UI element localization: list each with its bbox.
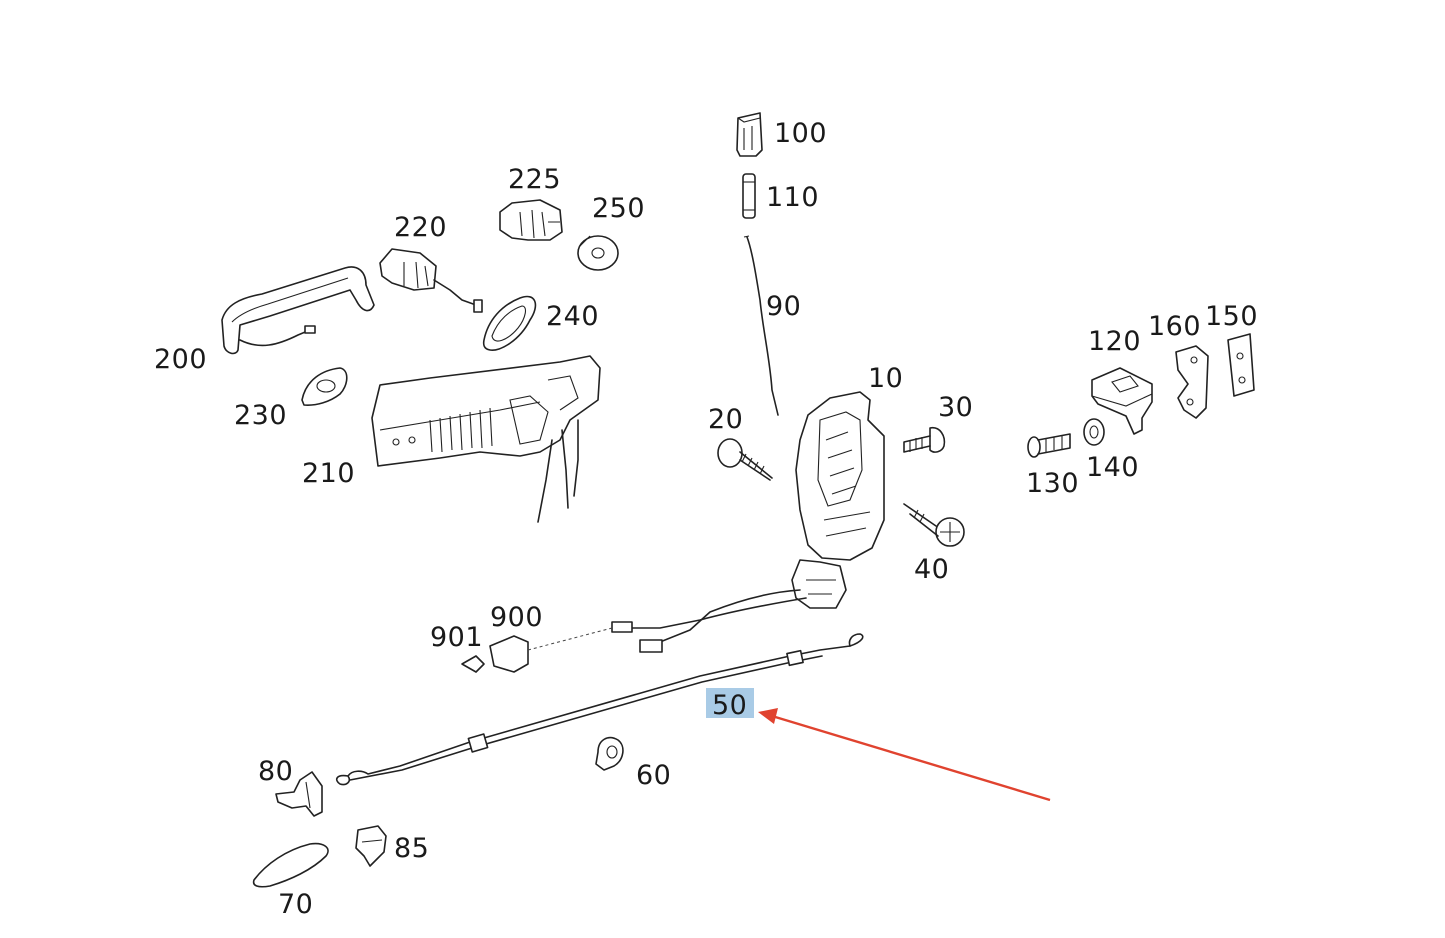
label-70: 70 xyxy=(278,889,313,920)
highlight-box xyxy=(706,688,754,718)
label-225: 225 xyxy=(508,164,561,195)
part-240-gasket[interactable] xyxy=(482,295,537,351)
part-50-cable[interactable] xyxy=(335,633,864,786)
part-60-clip[interactable] xyxy=(595,736,624,771)
part-160-plate[interactable] xyxy=(1175,345,1209,419)
label-250: 250 xyxy=(592,193,645,224)
label-130: 130 xyxy=(1026,468,1079,499)
part-210-handle-carrier[interactable] xyxy=(371,355,601,523)
part-80-bracket[interactable] xyxy=(275,771,323,817)
label-210: 210 xyxy=(302,458,355,489)
label-30: 30 xyxy=(938,392,973,423)
label-240: 240 xyxy=(546,301,599,332)
label-40: 40 xyxy=(914,554,949,585)
part-110-bushing[interactable] xyxy=(742,173,756,219)
part-900-connector[interactable] xyxy=(489,627,613,673)
label-20: 20 xyxy=(708,404,743,435)
part-30-screw[interactable] xyxy=(903,426,946,453)
part-200-handle[interactable] xyxy=(221,266,375,355)
label-150: 150 xyxy=(1205,301,1258,332)
part-20-screw[interactable] xyxy=(717,438,773,481)
label-90: 90 xyxy=(766,291,801,322)
label-901: 901 xyxy=(430,622,483,653)
part-70-cover[interactable] xyxy=(252,842,329,888)
label-85: 85 xyxy=(394,833,429,864)
part-150-shim[interactable] xyxy=(1227,333,1255,397)
part-140-washer[interactable] xyxy=(1083,418,1105,446)
label-200: 200 xyxy=(154,344,207,375)
label-230: 230 xyxy=(234,400,287,431)
part-230-escutcheon[interactable] xyxy=(301,367,348,406)
part-220-lock-cylinder[interactable] xyxy=(379,248,483,313)
label-160: 160 xyxy=(1148,311,1201,342)
label-120: 120 xyxy=(1088,326,1141,357)
label-50: 50 xyxy=(712,690,747,721)
pointer-arrow xyxy=(758,708,1051,802)
part-90-rod[interactable] xyxy=(743,235,779,416)
label-140: 140 xyxy=(1086,452,1139,483)
label-220: 220 xyxy=(394,212,447,243)
label-900: 900 xyxy=(490,602,543,633)
part-10-door-lock[interactable] xyxy=(611,391,885,653)
part-40-screw-washer[interactable] xyxy=(903,503,965,547)
label-110: 110 xyxy=(766,182,819,213)
label-60: 60 xyxy=(636,760,671,791)
label-10: 10 xyxy=(868,363,903,394)
part-100-clip[interactable] xyxy=(736,112,763,157)
part-85-clip[interactable] xyxy=(355,825,387,867)
part-225-switch[interactable] xyxy=(499,199,563,241)
part-250-cap[interactable] xyxy=(577,235,619,271)
label-100: 100 xyxy=(774,118,827,149)
part-130-bolt[interactable] xyxy=(1027,433,1071,458)
part-120-striker[interactable] xyxy=(1091,367,1153,435)
part-901-plug[interactable] xyxy=(461,655,485,673)
label-80: 80 xyxy=(258,756,293,787)
